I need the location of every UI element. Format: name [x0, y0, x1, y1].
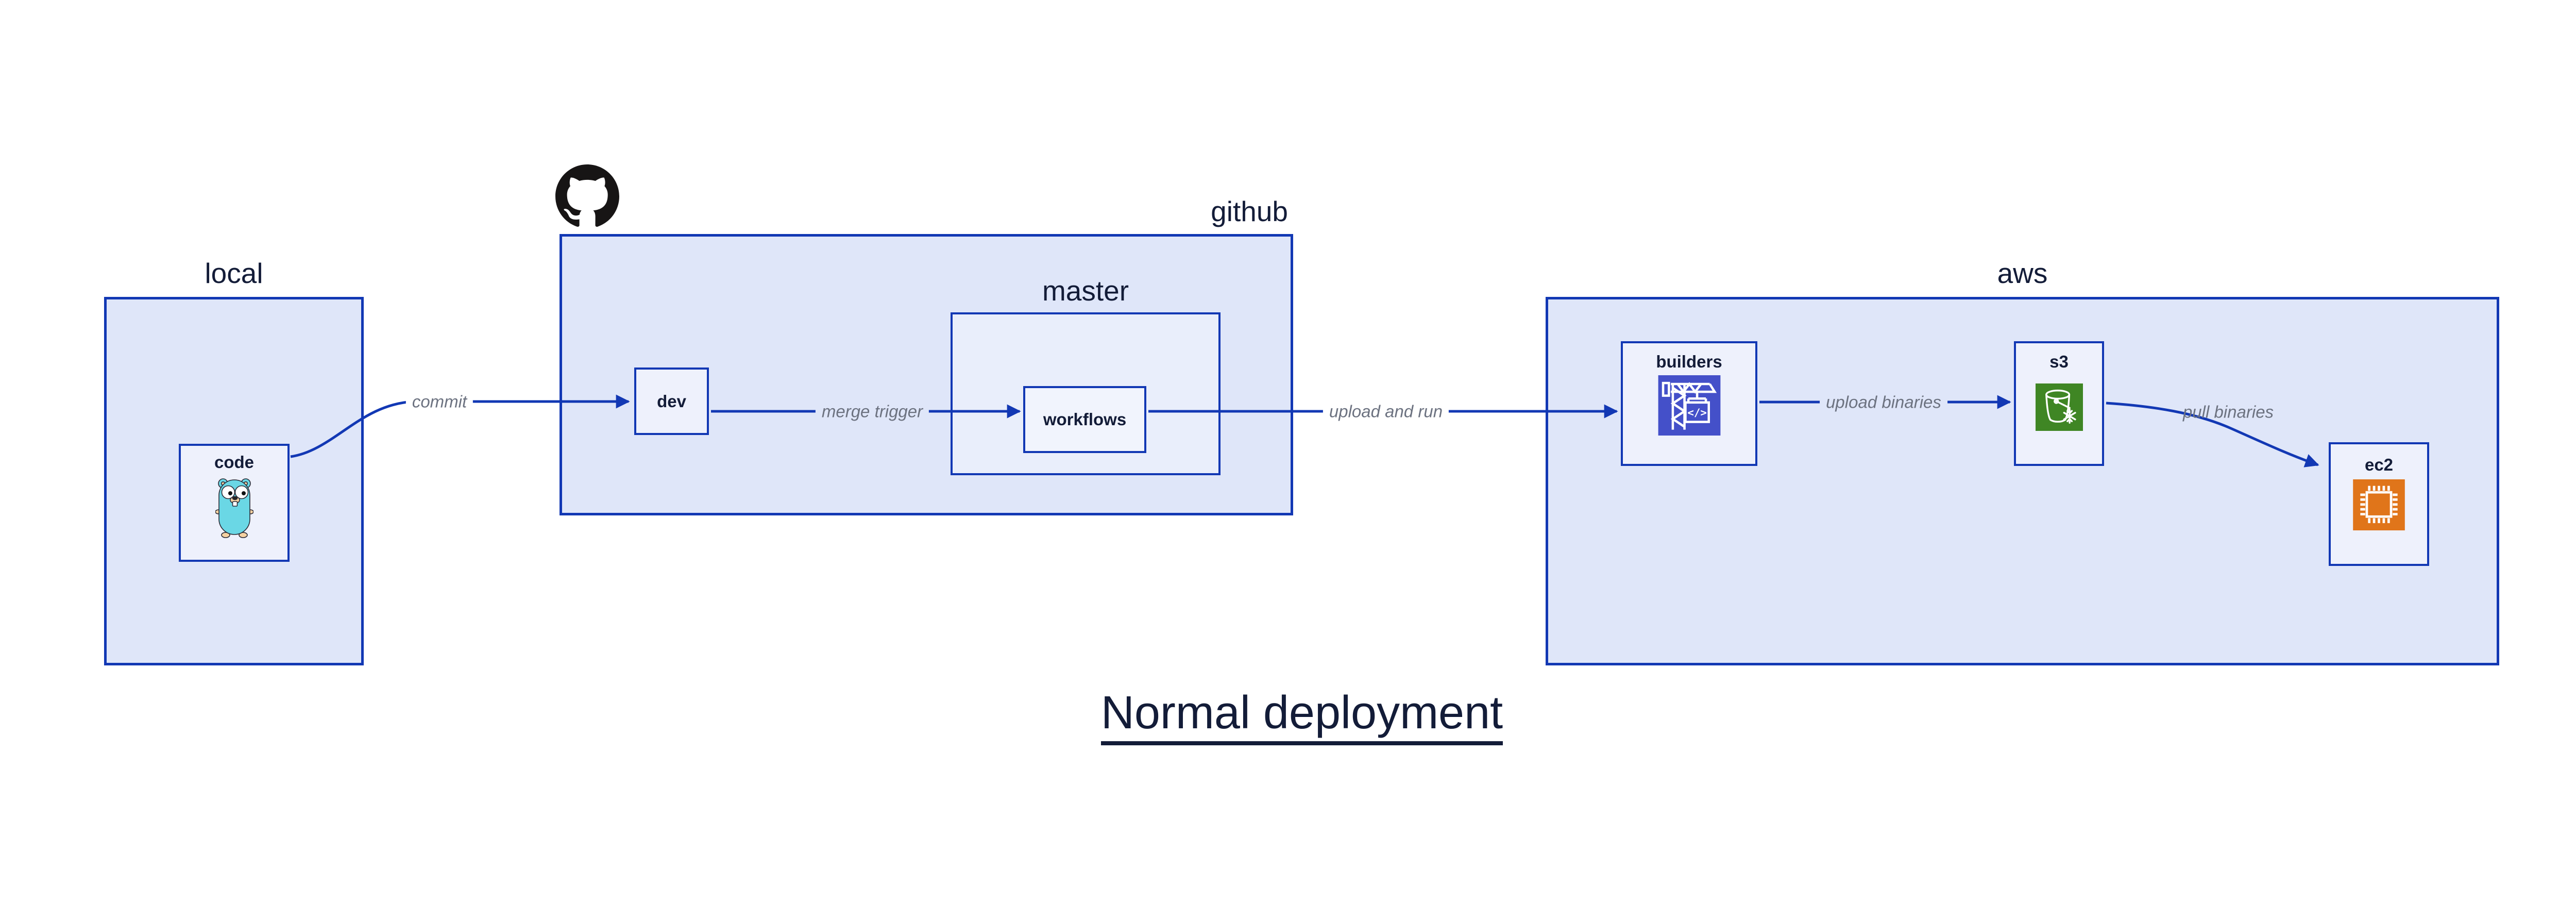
ec2-chip-icon [2353, 479, 2405, 530]
node-code-label: code [214, 453, 255, 472]
edge-label-commit: commit [405, 392, 473, 411]
node-dev: dev [634, 368, 709, 435]
svg-text:</>: </> [1687, 406, 1706, 419]
group-label-master: master [1042, 275, 1129, 307]
github-octocat-icon [555, 164, 619, 227]
group-label-aws: aws [1997, 257, 2048, 289]
node-s3: s3 [2014, 341, 2104, 466]
go-gopher-icon [215, 478, 253, 538]
node-code: code [179, 444, 290, 562]
diagram-title-row: Normal deployment [0, 690, 2576, 745]
node-ec2-label: ec2 [2364, 455, 2394, 474]
node-builders: builders </> [1621, 341, 1757, 466]
s3-glacier-bucket-icon [2035, 383, 2083, 431]
edge-label-pull-binaries: pull binaries [2182, 402, 2274, 422]
node-dev-label: dev [657, 391, 686, 411]
group-label-local: local [205, 257, 263, 289]
group-label-github: github [1211, 195, 1288, 227]
node-workflows-label: workflows [1043, 410, 1127, 429]
node-ec2: ec2 [2329, 442, 2429, 566]
edge-label-merge-trigger: merge trigger [815, 402, 929, 421]
edge-label-upload-and-run: upload and run [1323, 402, 1449, 421]
diagram-title: Normal deployment [1100, 690, 1503, 745]
node-s3-label: s3 [2049, 352, 2069, 371]
node-builders-label: builders [1656, 352, 1722, 371]
codebuild-crane-icon: </> [1658, 375, 1720, 436]
node-workflows: workflows [1023, 386, 1146, 453]
edge-label-upload-binaries: upload binaries [1820, 392, 1947, 412]
